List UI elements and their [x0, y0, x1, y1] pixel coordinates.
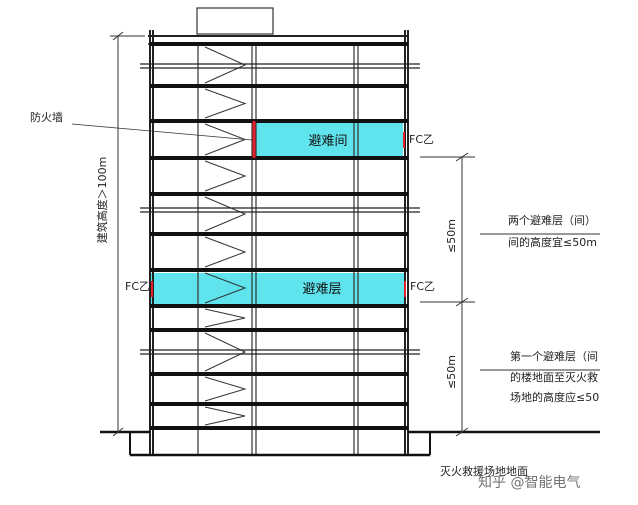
dim-lower-label: ≤50m: [445, 355, 458, 389]
fire-door-marks: [151, 132, 406, 297]
break-lines: [140, 63, 420, 355]
fc-label-left-mid: FC乙: [125, 280, 150, 293]
refuge-room-label: 避难间: [308, 134, 347, 149]
fc-label-right-mid: FC乙: [410, 280, 435, 293]
firewall-label: 防火墙: [30, 110, 63, 124]
stair-flight: [204, 160, 247, 192]
floor-slabs: [150, 42, 408, 430]
building-height-label: 建筑高度＞100m: [95, 157, 109, 244]
roof-structure: [148, 7, 408, 45]
stair-flight: [204, 406, 246, 426]
refuge-room-band: [255, 123, 403, 157]
stair-flight: [204, 332, 247, 372]
ground-level: [100, 430, 600, 457]
building-walls: [149, 30, 409, 455]
ground-label: 灭火救援场地地面: [440, 464, 528, 478]
fc-label-right-top: FC乙: [409, 133, 434, 146]
note-upper-line2: 间的高度宜≤50m: [508, 235, 597, 249]
height-dimension: [110, 31, 145, 437]
stair-flight: [204, 88, 247, 119]
stair-flight: [204, 272, 247, 304]
note-lower-line2: 的楼地面至灭火救: [510, 370, 598, 384]
firewall-leader: [71, 123, 253, 141]
refuge-floor-band: [151, 273, 406, 304]
note-lower-line1: 第一个避难层（间: [510, 349, 598, 363]
stair-flight: [204, 196, 247, 232]
note-upper-line1: 两个避难层（间）: [508, 213, 596, 227]
stair-flight: [204, 46, 247, 84]
right-dimension: [420, 152, 600, 437]
stair-flight: [204, 236, 247, 268]
dim-upper-label: ≤50m: [445, 219, 458, 253]
stairwell: [204, 46, 247, 426]
watermark: 知乎 @智能电气: [478, 474, 580, 491]
refuge-floor-label: 避难层: [302, 282, 341, 297]
stair-flight: [204, 308, 246, 328]
stair-flight: [204, 376, 247, 402]
interior-columns: [197, 44, 359, 455]
note-lower-line3: 场地的高度应≤50: [510, 390, 599, 404]
stair-flight: [204, 123, 247, 156]
